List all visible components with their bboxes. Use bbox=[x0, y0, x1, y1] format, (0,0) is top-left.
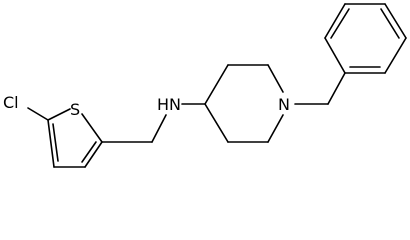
bond-ch2-phenyl bbox=[327, 72, 346, 105]
bond-c4-c3a bbox=[204, 64, 229, 105]
bond-c4-c5-inner bbox=[52, 123, 59, 162]
bond-cl-c5 bbox=[27, 107, 49, 121]
bond-c4-c5 bbox=[47, 119, 55, 168]
bond-c2-c3 bbox=[84, 141, 103, 168]
bond-c5-s bbox=[47, 108, 71, 121]
bond-c5b-c4 bbox=[204, 103, 229, 143]
bond-ph-5-6 bbox=[324, 3, 346, 39]
atom-label-sulfur: S bbox=[70, 100, 80, 119]
atom-label-chlorine: Cl bbox=[3, 93, 19, 112]
bond-s-c2 bbox=[81, 113, 103, 143]
structure-canvas: Cl S HN N bbox=[3, 3, 407, 168]
bond-ph-inner-b bbox=[380, 8, 400, 39]
bond-n1-c6 bbox=[267, 114, 284, 143]
bond-ph-3-4 bbox=[384, 3, 407, 39]
bond-ph-inner-c bbox=[330, 8, 350, 39]
bond-c2-c3-inner bbox=[81, 141, 97, 163]
atom-label-amine: HN bbox=[157, 95, 181, 114]
bond-ph-6-1 bbox=[324, 37, 346, 74]
molecule-diagram: Cl S HN N bbox=[3, 3, 407, 168]
atom-label-piperidine-nitrogen: N bbox=[278, 95, 290, 114]
bond-c2a-n1 bbox=[267, 64, 284, 93]
bond-ph-2-3 bbox=[384, 37, 407, 74]
bond-ch2-nh bbox=[151, 114, 167, 143]
